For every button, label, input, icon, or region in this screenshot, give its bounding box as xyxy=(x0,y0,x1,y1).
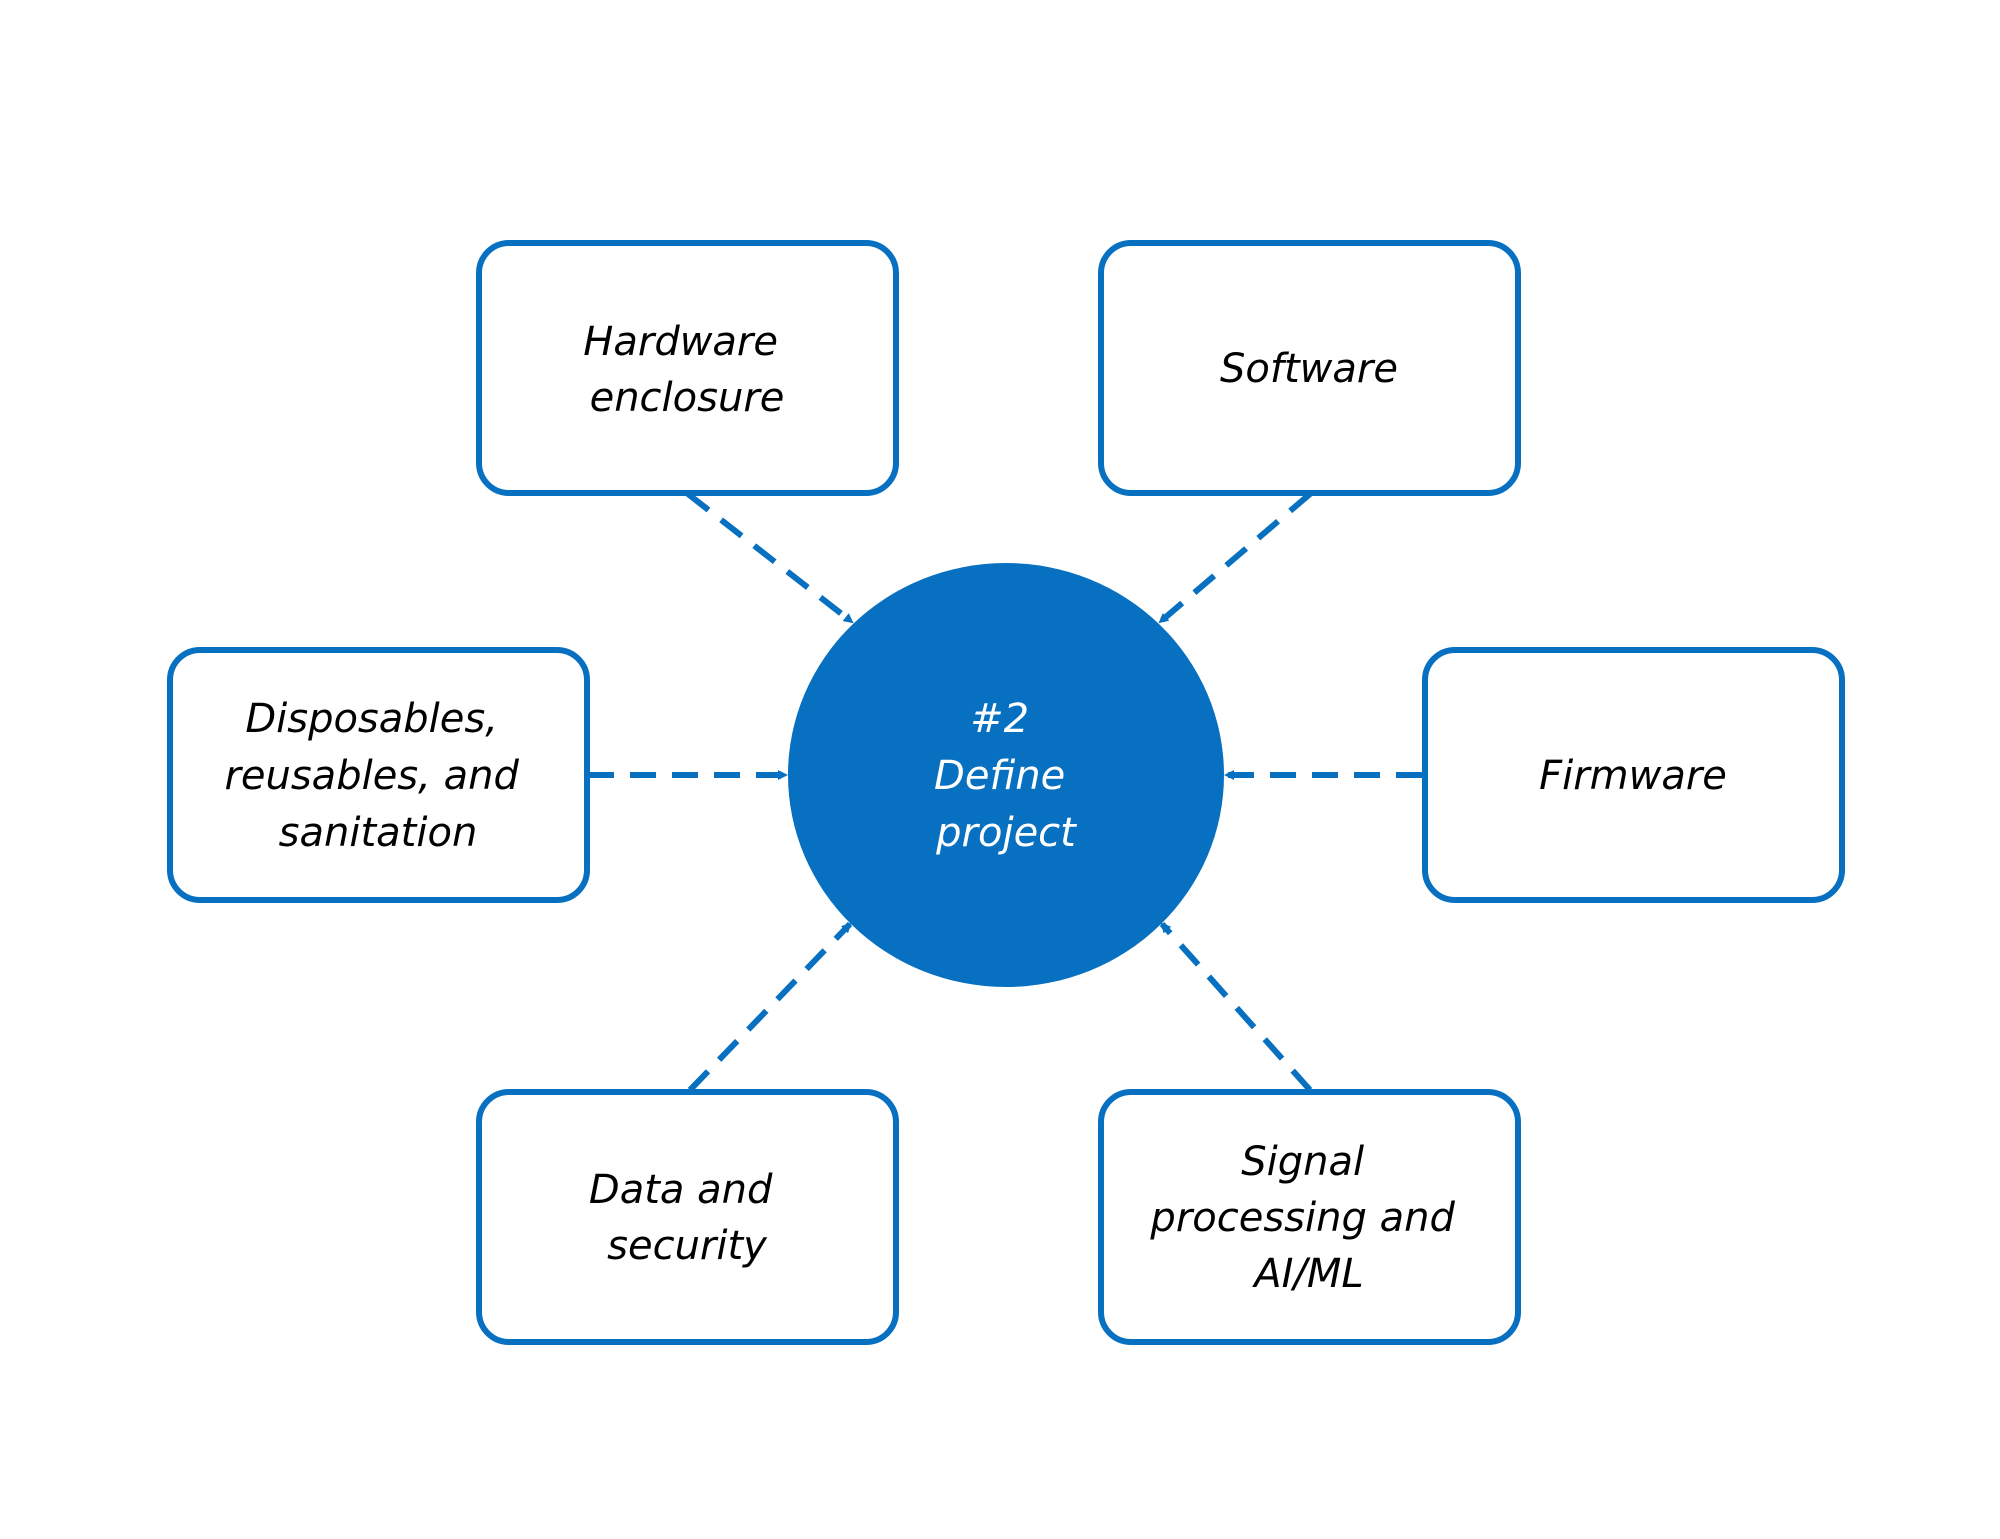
box-frame xyxy=(1098,240,1521,496)
box-label-line: processing and xyxy=(1149,1195,1455,1241)
box-label-line: AI/ML xyxy=(1251,1251,1363,1297)
connector-software xyxy=(1158,491,1312,625)
box-frame xyxy=(1422,647,1845,903)
box-label-line: Firmware xyxy=(1539,753,1727,799)
hub-circle xyxy=(788,563,1224,987)
box-hardware-enclosure: Hardware enclosure xyxy=(476,240,899,496)
box-label-line: Signal xyxy=(1241,1139,1364,1185)
box-label-line: sanitation xyxy=(279,810,478,856)
hub-label-line: project xyxy=(935,810,1077,856)
box-label: Hardware enclosure xyxy=(583,319,790,421)
hub-define-project: #2 Define project xyxy=(788,563,1224,987)
box-label-line: Hardware xyxy=(583,319,778,365)
box-signal-processing: Signal processing and AI/ML xyxy=(1098,1089,1521,1345)
box-disposables: Disposables, reusables, and sanitation xyxy=(167,647,590,903)
connectors xyxy=(588,491,1422,1093)
connector-hardware-enclosure xyxy=(686,491,854,625)
box-frame xyxy=(1098,1089,1521,1345)
box-label: Signal processing and AI/ML xyxy=(1149,1139,1467,1297)
box-label: Software xyxy=(1220,346,1398,392)
box-label-line: reusables, and xyxy=(224,753,519,799)
box-frame xyxy=(476,1089,899,1345)
box-label: Disposables, reusables, and sanitation xyxy=(224,696,531,856)
box-software: Software xyxy=(1098,240,1521,496)
box-label-line: Data and xyxy=(589,1167,773,1213)
connector-data-security xyxy=(687,921,853,1093)
box-data-security: Data and security xyxy=(476,1089,899,1345)
box-label-line: Software xyxy=(1220,346,1398,392)
hub-label-line: Define xyxy=(934,753,1065,799)
box-label: Firmware xyxy=(1539,753,1727,799)
hub-label: #2 Define project xyxy=(934,696,1078,856)
hub-label-line: #2 xyxy=(970,696,1029,742)
box-label-line: security xyxy=(607,1223,768,1269)
box-label: Data and security xyxy=(589,1167,785,1269)
box-firmware: Firmware xyxy=(1422,647,1845,903)
box-frame xyxy=(476,240,899,496)
box-frame xyxy=(167,647,590,903)
connector-signal-processing xyxy=(1159,922,1313,1092)
box-label-line: enclosure xyxy=(590,375,785,421)
box-label-line: Disposables, xyxy=(245,696,498,742)
